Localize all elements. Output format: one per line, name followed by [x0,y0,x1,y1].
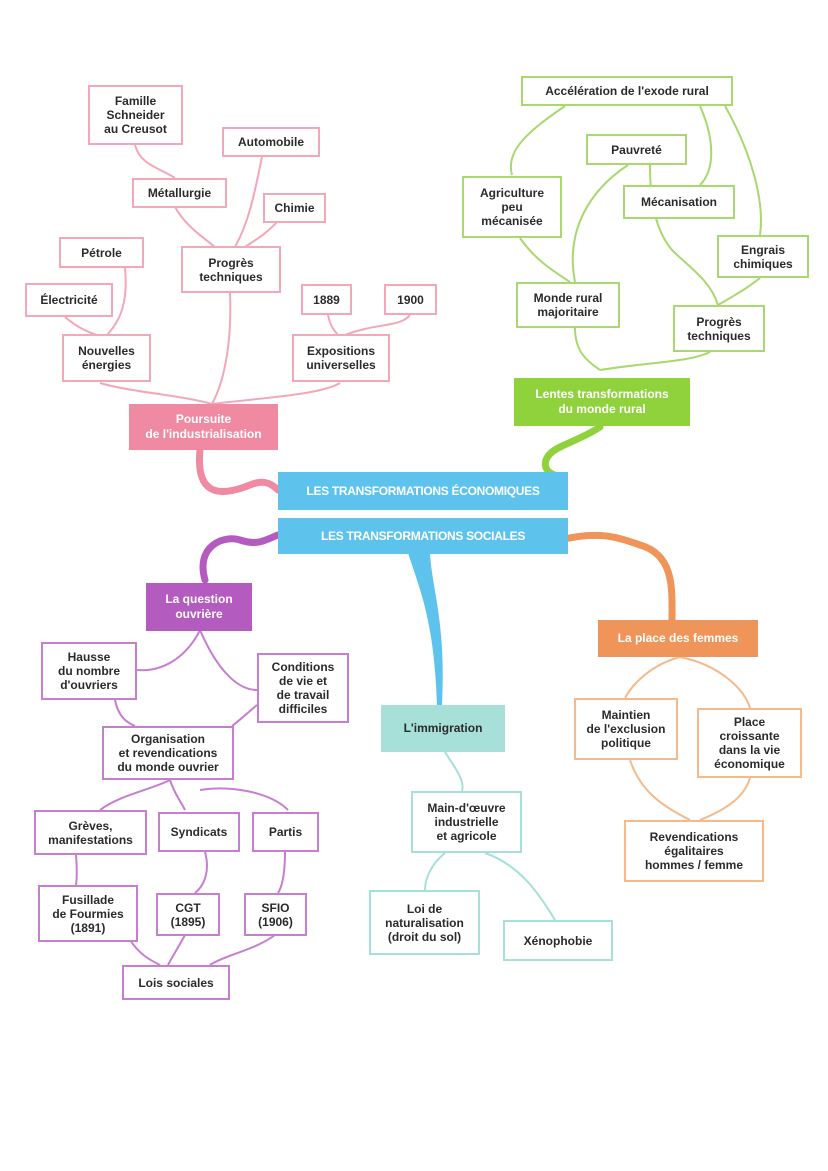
hub-worker-question: La question ouvrière [146,583,252,631]
node-conditions: Conditions de vie et de travail difficil… [257,653,349,723]
node-electricite: Électricité [25,283,113,317]
node-agriculture: Agriculture peu mécanisée [462,176,562,238]
node-majoritaire: Monde rural majoritaire [516,282,620,328]
node-lois-sociales: Lois sociales [122,965,230,1000]
node-sfio: SFIO (1906) [244,893,307,936]
node-cgt: CGT (1895) [156,893,220,936]
economic-transformations-banner: LES TRANSFORMATIONS ÉCONOMIQUES [278,472,568,510]
hub-rural: Lentes transformations du monde rural [514,378,690,426]
node-main-doeuvre: Main-d'œuvre industrielle et agricole [411,791,522,853]
hub-women: La place des femmes [598,620,758,657]
node-syndicats: Syndicats [158,812,240,852]
node-revendications: Revendications égalitaires hommes / femm… [624,820,764,882]
node-exode: Accélération de l'exode rural [521,76,733,106]
node-place-croissante: Place croissante dans la vie économique [697,708,802,778]
node-petrole: Pétrole [59,237,144,268]
node-xenophobie: Xénophobie [503,920,613,961]
node-maintien: Maintien de l'exclusion politique [574,698,678,760]
node-1900: 1900 [384,284,437,315]
hub-immigration: L'immigration [381,705,505,752]
hub-industrialisation: Poursuite de l'industrialisation [129,404,278,450]
node-progres-industry: Progrès techniques [181,246,281,293]
node-expositions: Expositions universelles [292,334,390,382]
node-engrais: Engrais chimiques [717,235,809,278]
node-progres-rural: Progrès techniques [673,305,765,352]
node-hausse: Hausse du nombre d'ouvriers [41,642,137,700]
node-organisation: Organisation et revendications du monde … [102,726,234,780]
node-1889: 1889 [301,284,352,315]
node-greves: Grèves, manifestations [34,810,147,855]
node-partis: Partis [252,812,319,852]
node-schneider: Famille Schneider au Creusot [88,85,183,145]
node-fourmies: Fusillade de Fourmies (1891) [38,885,138,942]
node-automobile: Automobile [222,127,320,157]
node-chimie: Chimie [263,193,326,223]
social-transformations-banner: LES TRANSFORMATIONS SOCIALES [278,518,568,554]
node-pauvrete: Pauvreté [586,134,687,165]
node-energies: Nouvelles énergies [62,334,151,382]
node-mecanisation: Mécanisation [623,185,735,219]
node-metallurgie: Métallurgie [132,178,227,208]
node-loi-naturalisation: Loi de naturalisation (droit du sol) [369,890,480,955]
